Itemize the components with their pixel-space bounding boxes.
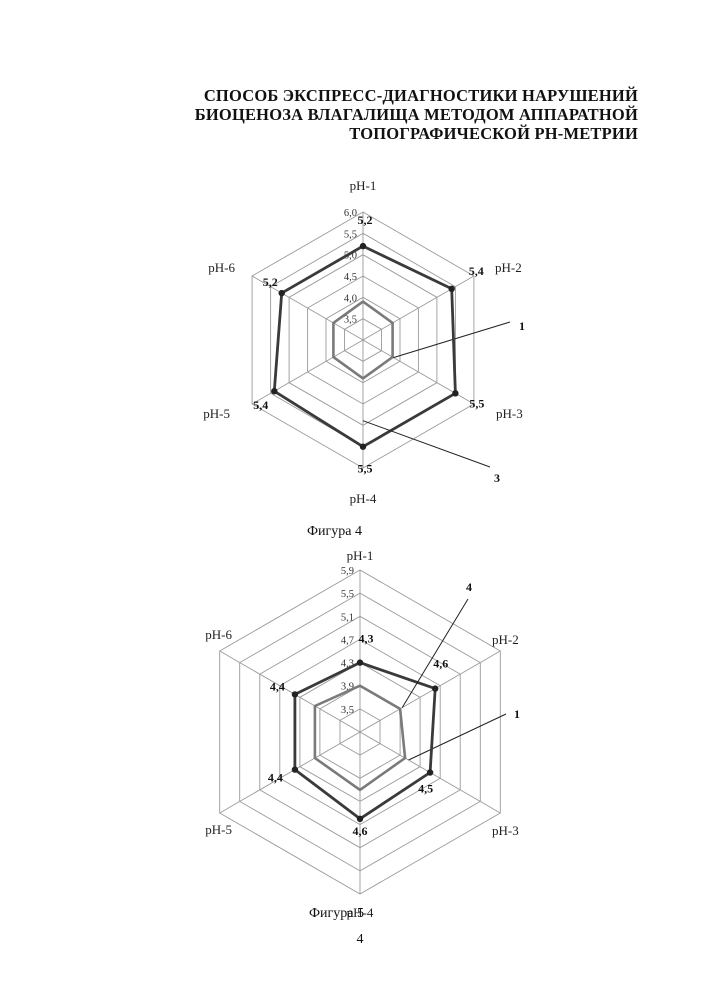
data-label: 4,6: [353, 824, 368, 838]
data-label: 5,5: [469, 396, 484, 410]
axis-label-ph-2: pH-2: [495, 260, 522, 275]
tick-label: 4,7: [341, 635, 354, 646]
axis-label-ph-4: pH-4: [350, 491, 377, 506]
callout-line-1: [409, 714, 506, 760]
tick-label: 4,5: [344, 272, 357, 283]
data-point: [271, 388, 277, 394]
axis-label-ph-3: pH-3: [492, 823, 519, 838]
callout-label-1: 1: [519, 319, 525, 333]
data-label: 4,3: [359, 632, 374, 646]
data-label: 5,2: [263, 275, 278, 289]
spoke-ph-6: [220, 651, 360, 732]
callout-label-3: 3: [494, 471, 500, 485]
radar-grid: [252, 212, 474, 468]
data-label: 5,4: [469, 264, 484, 278]
title-line-3: ТОПОГРАФИЧЕСКОЙ РН-МЕТРИИ: [120, 124, 638, 143]
data-label: 4,4: [268, 771, 283, 785]
axis-label-ph-1: pH-1: [347, 548, 374, 563]
axis-label-ph-5: pH-5: [205, 822, 232, 837]
axis-label-ph-1: pH-1: [350, 178, 377, 193]
data-point: [432, 685, 438, 691]
figure-5-caption: Фигура 5: [0, 906, 690, 922]
series-1: 1: [315, 686, 520, 790]
tick-label: 3,5: [341, 705, 354, 716]
callout-label-4: 4: [466, 580, 472, 594]
spoke-ph-5: [220, 732, 360, 813]
data-point: [360, 444, 366, 450]
data-label: 4,6: [433, 657, 448, 671]
document-title: СПОСОБ ЭКСПРЕСС-ДИАГНОСТИКИ НАРУШЕНИЙ БИ…: [120, 86, 638, 143]
radar-grid: [220, 570, 501, 894]
series-line-3: [274, 246, 455, 447]
data-point: [292, 691, 298, 697]
title-line-2: БИОЦЕНОЗА ВЛАГАЛИЩА МЕТОДОМ АППАРАТНОЙ: [120, 105, 638, 124]
axis-label-ph-3: pH-3: [496, 406, 523, 421]
tick-label: 5,9: [341, 566, 354, 577]
radar-chart-figure-4: 3,54,04,55,05,56,0pH-1pH-2pH-3pH-4pH-5pH…: [0, 170, 707, 515]
data-point: [279, 290, 285, 296]
series-4: 4,3 4,6 4,5 4,6 4,4 4,4 4: [268, 580, 472, 838]
data-point: [357, 816, 363, 822]
tick-label: 4,0: [344, 293, 357, 304]
spoke-ph-2: [360, 651, 500, 732]
tick-label: 5,1: [341, 612, 354, 623]
data-point: [357, 659, 363, 665]
tick-label: 6,0: [344, 208, 357, 219]
tick-label: 3,5: [344, 315, 357, 326]
title-line-1: СПОСОБ ЭКСПРЕСС-ДИАГНОСТИКИ НАРУШЕНИЙ: [120, 86, 638, 105]
data-label: 4,5: [418, 782, 433, 796]
axis-label-ph-6: pH-6: [205, 627, 232, 642]
axis-label-ph-6: pH-6: [208, 260, 235, 275]
axis-label-ph-5: pH-5: [203, 406, 230, 421]
data-point: [292, 766, 298, 772]
data-label: 5,2: [358, 213, 373, 227]
data-point: [360, 243, 366, 249]
tick-label: 5,5: [341, 589, 354, 600]
figure-4-caption: Фигура 4: [0, 524, 688, 540]
tick-label: 5,5: [344, 229, 357, 240]
data-point: [427, 769, 433, 775]
data-label: 5,4: [253, 398, 268, 412]
data-point: [449, 286, 455, 292]
radar-chart-figure-5: 3,53,94,34,75,15,55,9pH-1pH-2pH-3pH-4pH-…: [0, 555, 707, 900]
axis-label-ph-2: pH-2: [492, 632, 519, 647]
callout-line-3: [363, 421, 490, 467]
callout-label-1: 1: [514, 707, 520, 721]
data-point: [452, 390, 458, 396]
data-label: 4,4: [270, 679, 285, 693]
data-label: 5,5: [358, 462, 373, 476]
page-number: 4: [345, 932, 375, 948]
